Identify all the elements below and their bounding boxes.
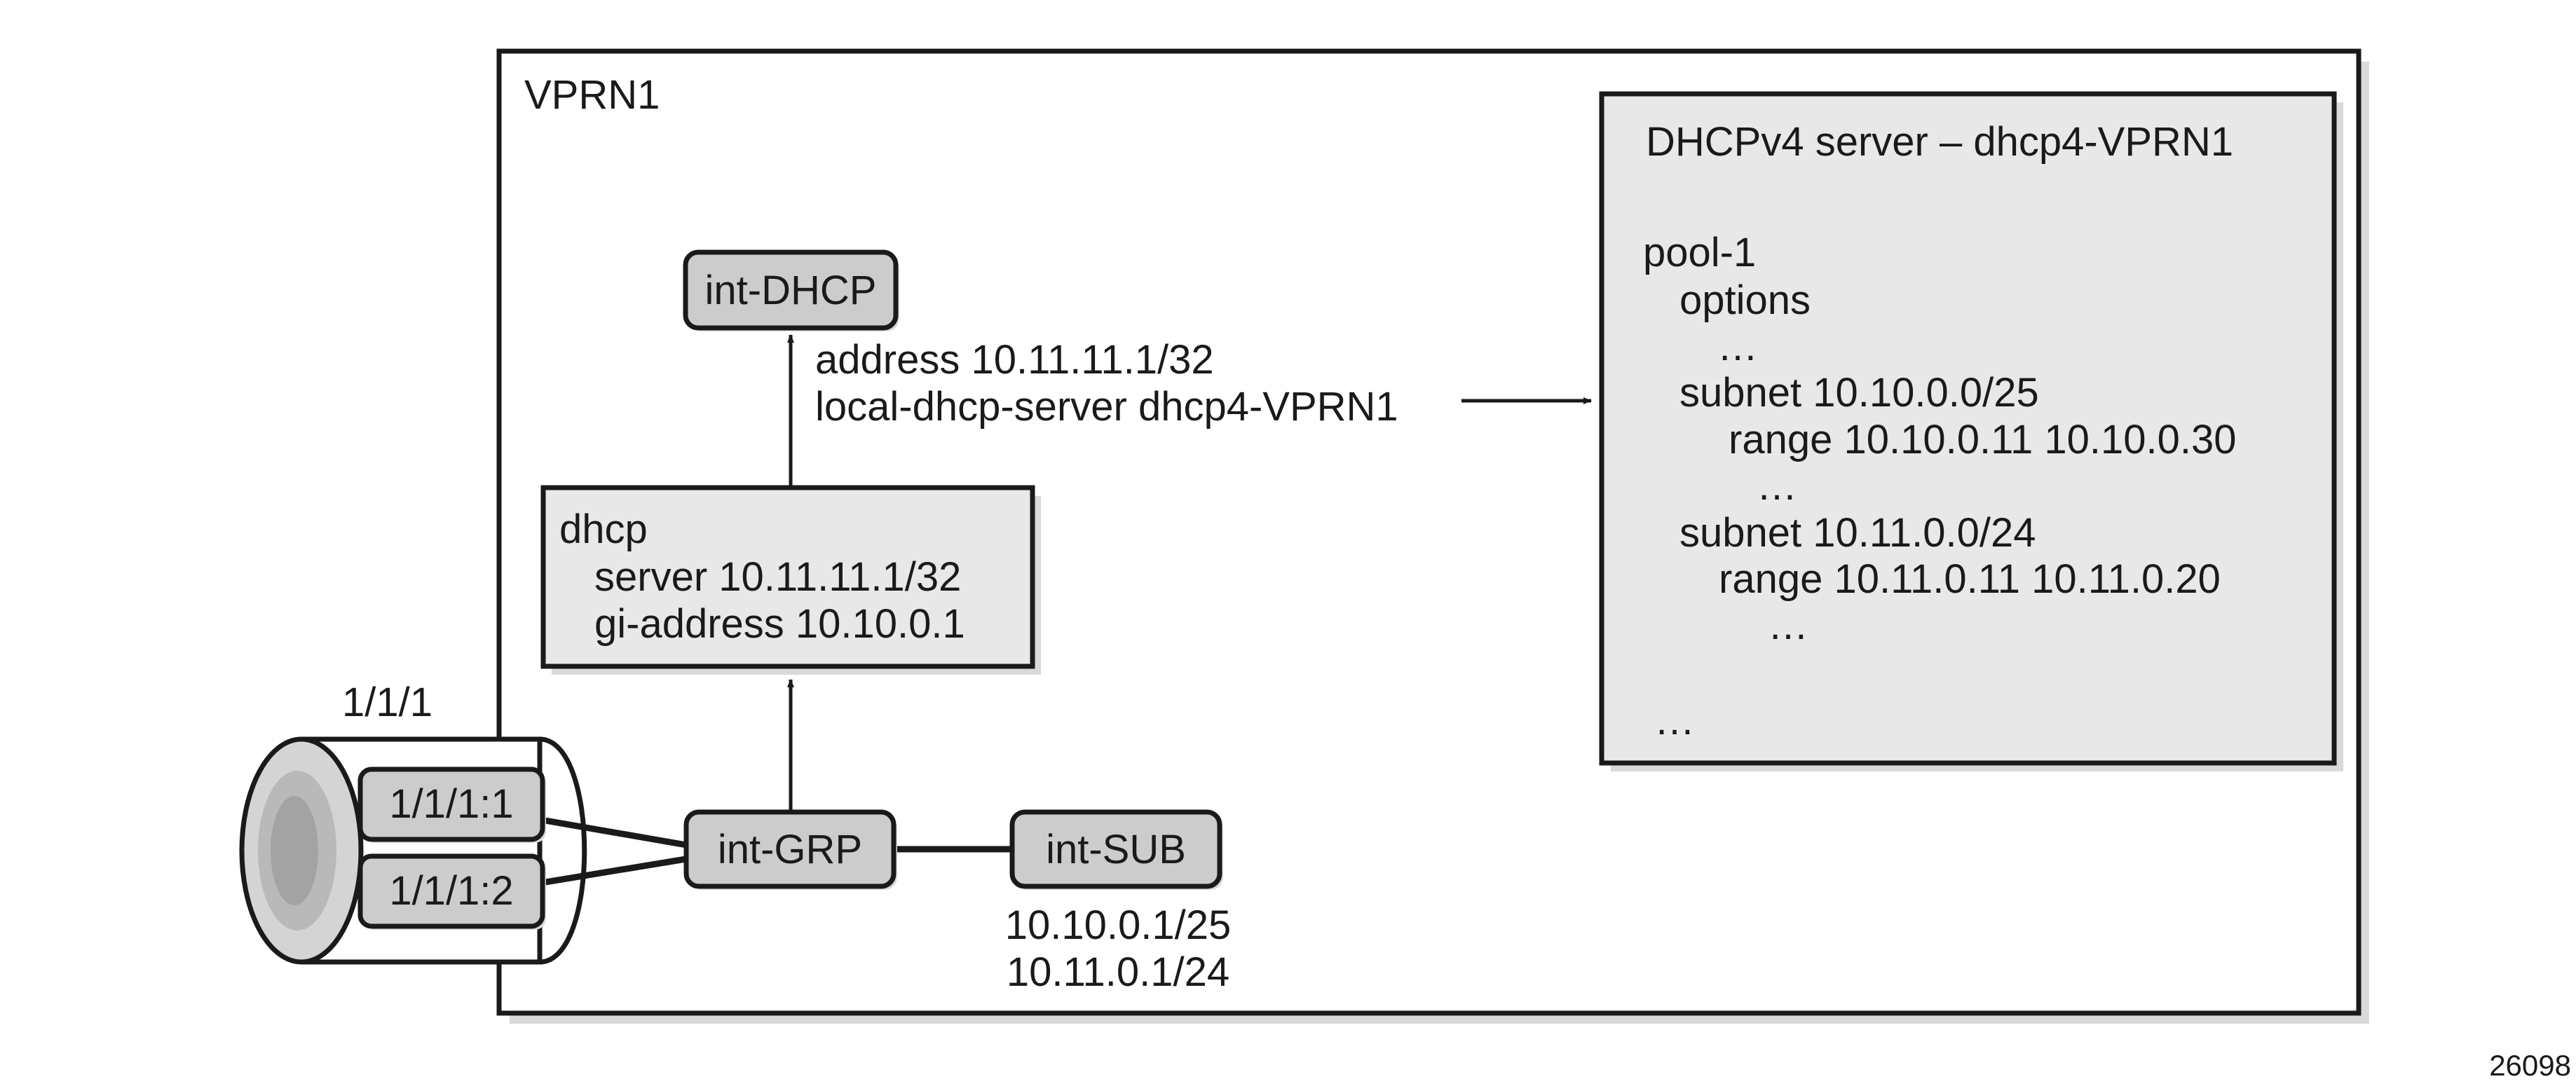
int-sub-address-1: 10.10.0.1/25 [1005, 902, 1232, 948]
range-2: range 10.11.0.11 10.11.0.20 [1719, 556, 2221, 602]
dhcp-config-server: server 10.11.11.1/32 [594, 554, 961, 600]
pool-trailing-ellipsis: … [1654, 698, 1695, 743]
pool-options: options [1679, 277, 1811, 323]
options-ellipsis: … [1717, 324, 1758, 369]
subnet-2: subnet 10.11.0.0/24 [1679, 510, 2036, 556]
int-grp-label: int-GRP [718, 827, 862, 872]
link-sap1-grp [532, 815, 691, 849]
int-sub-node: int-SUB [1009, 809, 1223, 890]
sap-1-label: 1/1/1:1 [389, 781, 513, 827]
dhcp-server-box: DHCPv4 server – dhcp4-VPRN1 pool-1 optio… [1599, 91, 2343, 771]
sap-1-node: 1/1/1:1 [357, 767, 546, 843]
int-dhcp-local-server: local-dhcp-server dhcp4-VPRN1 [815, 384, 1398, 429]
dhcp-config-title: dhcp [559, 507, 648, 552]
int-sub-address-2: 10.11.0.1/24 [1007, 949, 1229, 995]
dhcp-config-box: dhcp server 10.11.11.1/32 gi-address 10.… [540, 485, 1041, 675]
vprn-label: VPRN1 [524, 72, 660, 118]
sap-2-node: 1/1/1:2 [357, 853, 546, 930]
int-sub-label: int-SUB [1046, 827, 1186, 872]
pool-name: pool-1 [1643, 230, 1756, 275]
dhcp-server-title: DHCPv4 server – dhcp4-VPRN1 [1646, 119, 2233, 165]
range-2-ellipsis: … [1768, 603, 1808, 648]
range-1-ellipsis: … [1757, 463, 1797, 509]
int-dhcp-label: int-DHCP [705, 268, 877, 313]
range-1: range 10.10.0.11 10.10.0.30 [1729, 417, 2237, 462]
int-grp-node: int-GRP [683, 809, 897, 890]
link-sap2-grp [532, 855, 691, 888]
subnet-1: subnet 10.10.0.0/25 [1679, 370, 2039, 415]
sap-2-label: 1/1/1:2 [389, 868, 513, 914]
int-dhcp-address: address 10.11.11.1/32 [815, 337, 1214, 383]
port-label: 1/1/1 [342, 680, 432, 725]
figure-id: 26098 [2489, 1049, 2571, 1082]
dhcp-config-gi-address: gi-address 10.10.0.1 [594, 601, 965, 647]
int-dhcp-node: int-DHCP [683, 249, 899, 331]
